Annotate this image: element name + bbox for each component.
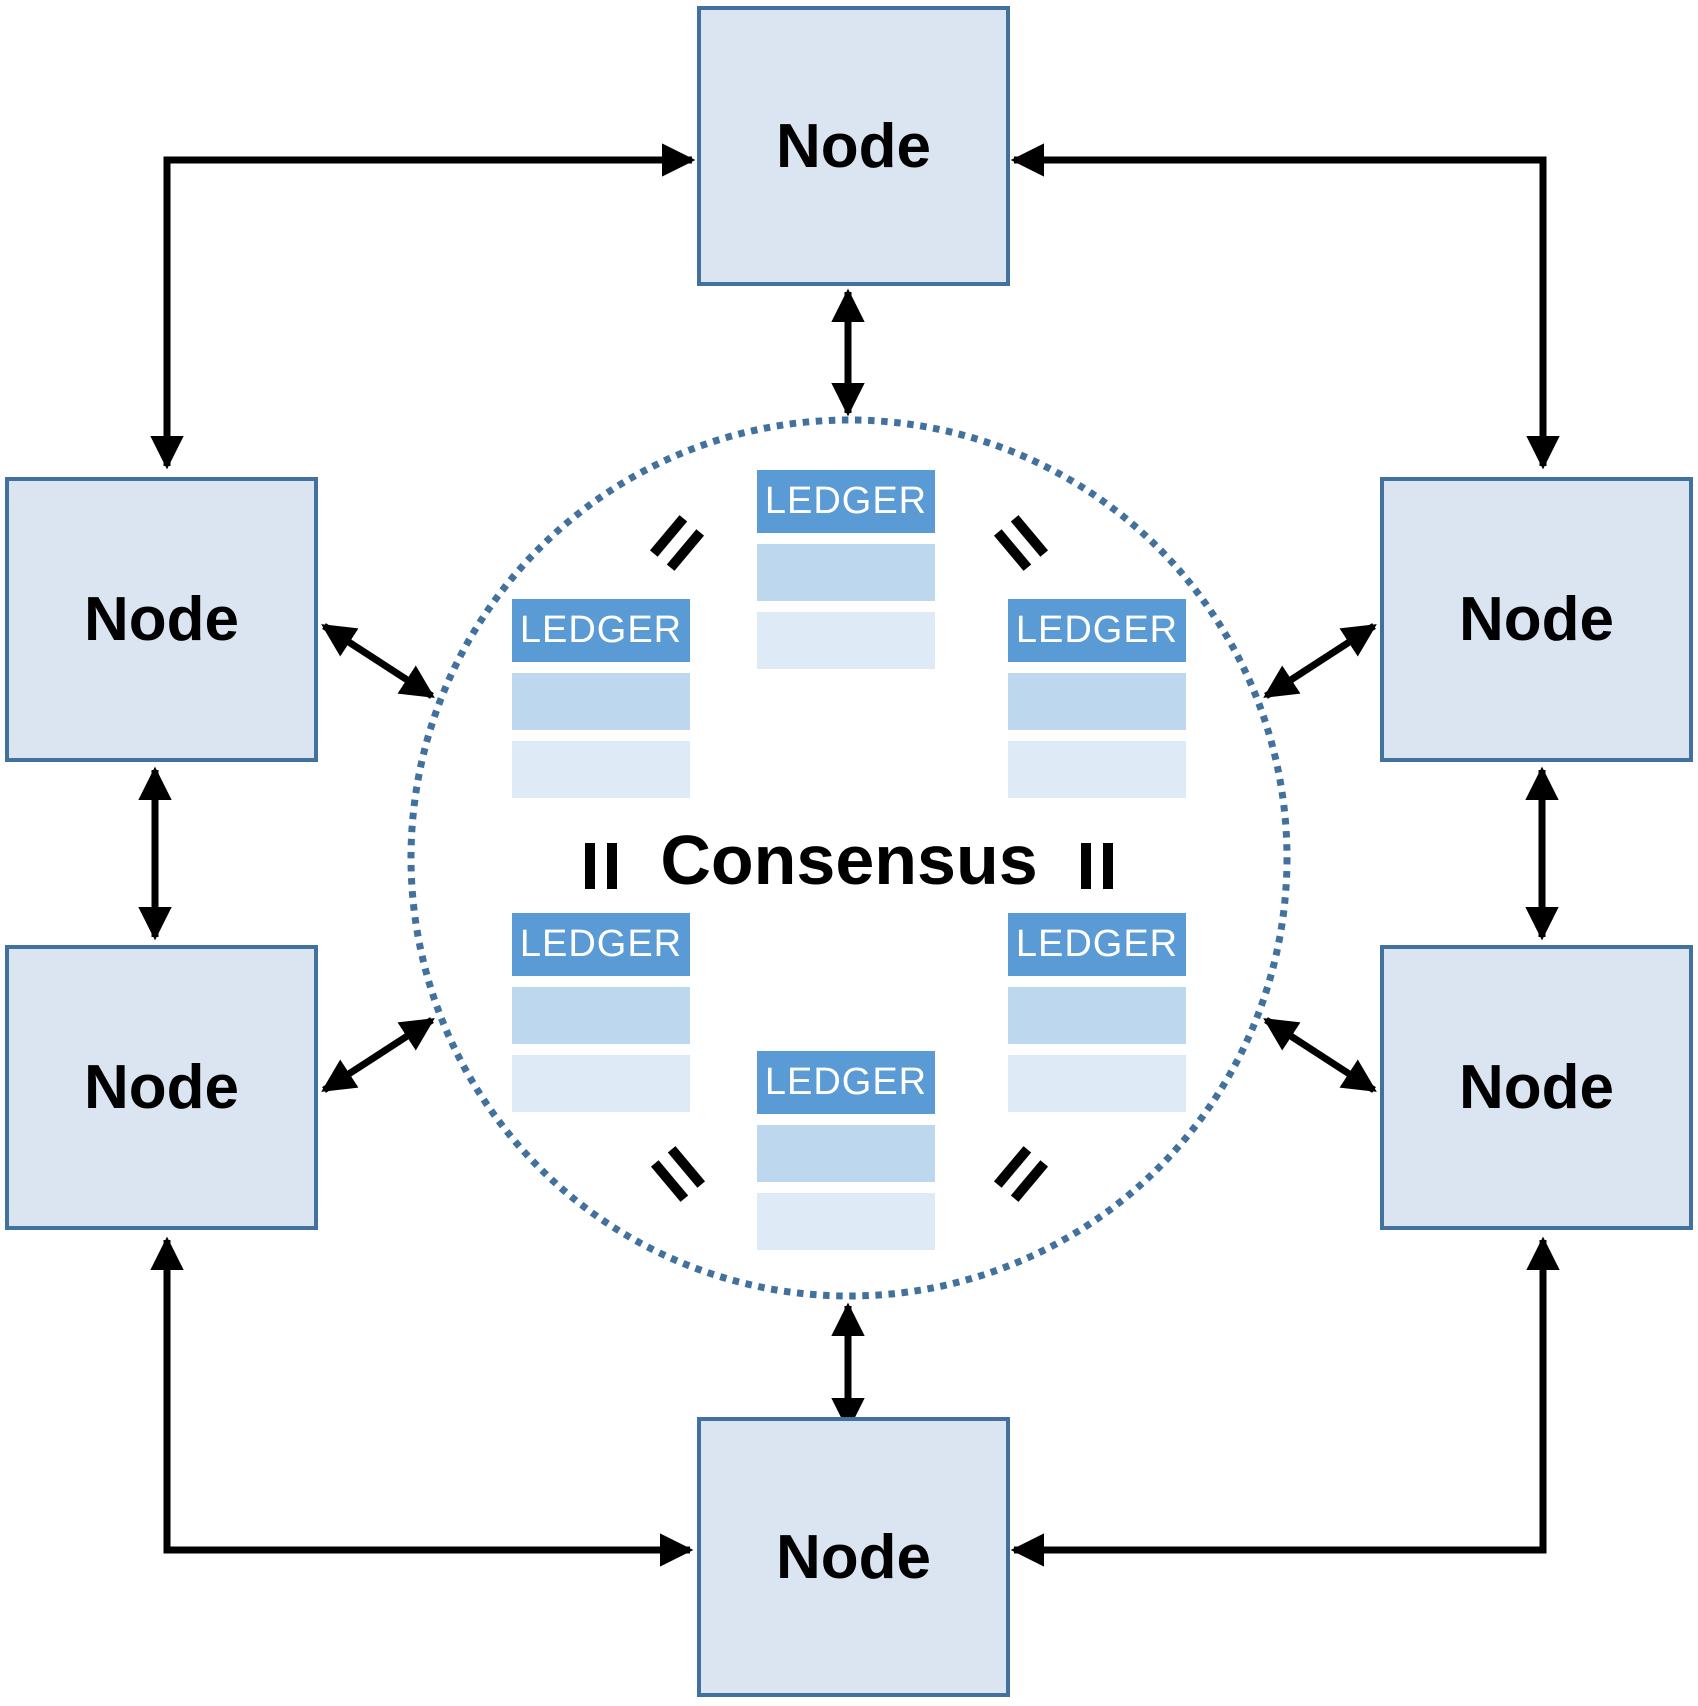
node-label: Node — [1459, 1053, 1614, 1122]
connector-lowerleft-circle — [321, 1017, 435, 1093]
ledger-header: LEDGER — [512, 599, 690, 662]
node-box-top: Node — [697, 6, 1010, 286]
connector-upperright-circle — [1263, 623, 1377, 699]
ledger-header: LEDGER — [512, 913, 690, 976]
consensus-circle — [407, 416, 1291, 1300]
ledger-table-upper-right: LEDGER — [1008, 599, 1186, 798]
consensus-title: Consensus — [660, 821, 1038, 899]
node-box-bottom: Node — [697, 1417, 1010, 1697]
node-label: Node — [84, 1053, 239, 1122]
node-label: Node — [776, 111, 931, 181]
node-box-upper-right: Node — [1380, 477, 1693, 762]
ledger-row — [1008, 1055, 1186, 1112]
node-label: Node — [776, 1522, 931, 1592]
ledger-table-lower-left: LEDGER — [512, 913, 690, 1112]
connector-lowerleft-bottom — [150, 1236, 694, 1567]
ledger-row — [512, 1055, 690, 1112]
connector-upperright-top — [1010, 143, 1560, 470]
ledger-row — [757, 544, 935, 601]
identical-icon — [1081, 843, 1113, 889]
node-label: Node — [1459, 585, 1614, 654]
equals-bar — [585, 843, 595, 889]
ledger-table-top: LEDGER — [757, 470, 935, 669]
connector-lowerright-bottom — [1010, 1236, 1560, 1567]
connector-upperleft-top — [150, 143, 696, 470]
ledger-header: LEDGER — [757, 470, 935, 533]
ledger-header: LEDGER — [1008, 599, 1186, 662]
ledger-table-lower-right: LEDGER — [1008, 913, 1186, 1112]
ledger-row — [1008, 987, 1186, 1044]
ledger-row — [1008, 673, 1186, 730]
node-box-upper-left: Node — [5, 477, 318, 762]
ledger-header: LEDGER — [1008, 913, 1186, 976]
node-label: Node — [84, 585, 239, 654]
ledger-row — [757, 1193, 935, 1250]
equals-bar — [607, 843, 617, 889]
ledger-header: LEDGER — [757, 1051, 935, 1114]
node-box-lower-right: Node — [1380, 945, 1693, 1230]
ledger-row — [512, 673, 690, 730]
equals-bar — [1103, 843, 1113, 889]
ledger-table-upper-left: LEDGER — [512, 599, 690, 798]
ledger-row — [1008, 741, 1186, 798]
identical-icon — [585, 843, 617, 889]
ledger-row — [757, 1125, 935, 1182]
ledger-row — [757, 612, 935, 669]
equals-bar — [1081, 843, 1091, 889]
ledger-row — [512, 987, 690, 1044]
ledger-table-bottom: LEDGER — [757, 1051, 935, 1250]
connector-upperleft-circle — [321, 623, 435, 699]
ledger-row — [512, 741, 690, 798]
connector-lowerright-circle — [1263, 1017, 1377, 1093]
node-box-lower-left: Node — [5, 945, 318, 1230]
